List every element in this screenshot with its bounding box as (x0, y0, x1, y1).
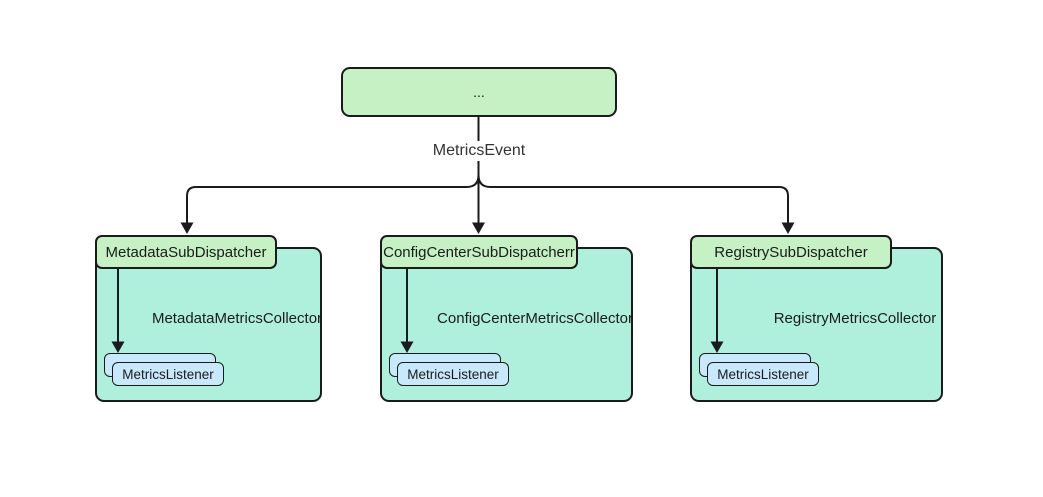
arrowhead-configcenter (472, 222, 485, 234)
arrowhead-metadata (180, 222, 194, 234)
listener-node-front: MetricsListener (397, 362, 509, 386)
root-node: ... (341, 67, 617, 117)
edge-root-to-registry (477, 174, 789, 224)
collector-container-registry: RegistrySubDispatcher RegistryMetricsCol… (690, 235, 943, 402)
dispatcher-label: RegistrySubDispatcher (714, 243, 868, 261)
edge-root-to-metadata (186, 174, 480, 224)
collector-container-metadata: MetadataSubDispatcher MetadataMetricsCol… (95, 235, 323, 402)
dispatcher-label: ConfigCenterSubDispatcherr (383, 243, 575, 261)
dispatcher-node-registry: RegistrySubDispatcher (690, 235, 892, 269)
listener-node-front: MetricsListener (112, 362, 224, 386)
collector-label: ConfigCenterMetricsCollector (437, 310, 633, 327)
dispatcher-node-metadata: MetadataSubDispatcher (95, 235, 277, 269)
dispatcher-node-configcenter: ConfigCenterSubDispatcherr (380, 235, 578, 269)
collector-label: MetadataMetricsCollector (151, 310, 323, 327)
edge-label-metricsevent: MetricsEvent (427, 141, 531, 161)
collector-label: RegistryMetricsCollector (773, 310, 937, 327)
arrowhead-registry (781, 222, 795, 234)
listener-label: MetricsListener (122, 366, 214, 382)
root-node-label: ... (473, 84, 485, 100)
dispatcher-label: MetadataSubDispatcher (105, 243, 267, 261)
listener-node-front: MetricsListener (707, 362, 819, 386)
listener-label: MetricsListener (717, 366, 809, 382)
collector-container-configcenter: ConfigCenterSubDispatcherr ConfigCenterM… (380, 235, 633, 402)
listener-label: MetricsListener (407, 366, 499, 382)
